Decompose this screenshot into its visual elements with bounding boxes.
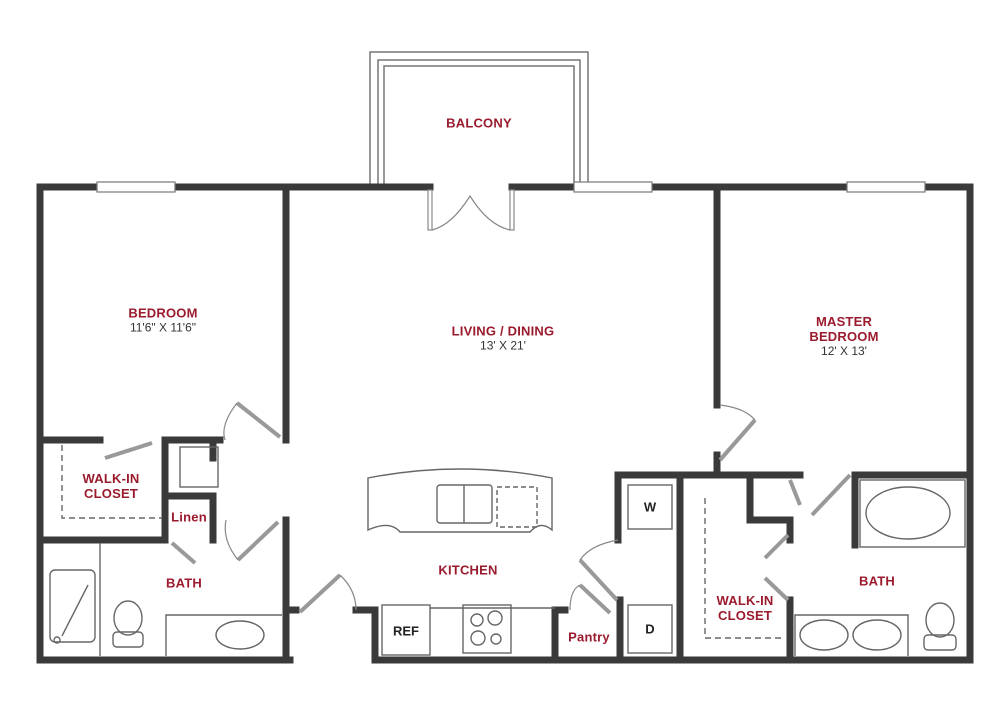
bedroom-label: BEDROOM 11'6" X 11'6" — [128, 305, 198, 336]
master-bedroom-name-2: BEDROOM — [809, 329, 879, 345]
walk-in-closet-1-label: WALK-IN CLOSET — [82, 471, 140, 502]
kitchen-label: KITCHEN — [438, 562, 498, 578]
dryer-label: D — [645, 621, 655, 637]
bedroom-dimensions: 11'6" X 11'6" — [129, 320, 197, 335]
bath-1-label: BATH — [166, 575, 202, 591]
refrigerator-label: REF — [393, 623, 419, 639]
closet-1-name-1: WALK-IN — [82, 471, 140, 487]
fixtures — [49, 445, 966, 656]
bedroom-name: BEDROOM — [128, 305, 198, 321]
pantry-label: Pantry — [568, 629, 610, 645]
living-dining-label: LIVING / DINING 13' X 21' — [451, 323, 555, 354]
master-bedroom-dimensions: 12' X 13' — [821, 344, 867, 359]
doors — [104, 189, 852, 615]
balcony-label: BALCONY — [446, 115, 512, 131]
living-dining-name: LIVING / DINING — [451, 323, 555, 339]
closet-2-name-1: WALK-IN — [716, 593, 774, 609]
windows — [96, 181, 926, 193]
bath-2-label: BATH — [859, 573, 895, 589]
living-dining-dimensions: 13' X 21' — [480, 338, 526, 353]
master-bedroom-name-1: MASTER — [815, 314, 873, 330]
balcony-railing — [369, 51, 589, 186]
walls — [36, 183, 974, 664]
walk-in-closet-2-label: WALK-IN CLOSET — [716, 593, 774, 624]
washer-label: W — [643, 499, 657, 515]
closet-2-name-2: CLOSET — [718, 608, 772, 623]
closet-1-name-2: CLOSET — [84, 486, 138, 501]
master-bedroom-label: MASTER BEDROOM 12' X 13' — [809, 314, 879, 359]
linen-label: Linen — [171, 509, 207, 525]
